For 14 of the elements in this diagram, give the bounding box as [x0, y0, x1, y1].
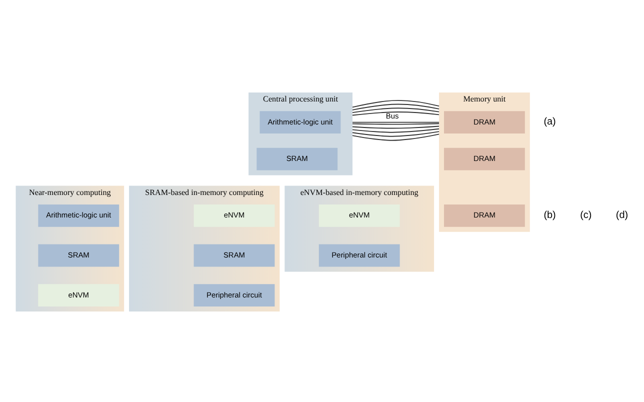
connector — [352, 130, 440, 136]
connector — [352, 133, 440, 140]
label: (d) — [616, 210, 628, 221]
connector — [352, 103, 440, 110]
label: (b) — [544, 210, 556, 221]
connector — [352, 99, 440, 108]
connector — [352, 125, 440, 128]
connector — [352, 107, 440, 113]
label: (c) — [580, 210, 592, 221]
connector — [352, 128, 440, 132]
connector — [352, 111, 440, 116]
label: (a) — [544, 116, 556, 128]
connector — [352, 122, 440, 124]
connector — [352, 121, 440, 122]
